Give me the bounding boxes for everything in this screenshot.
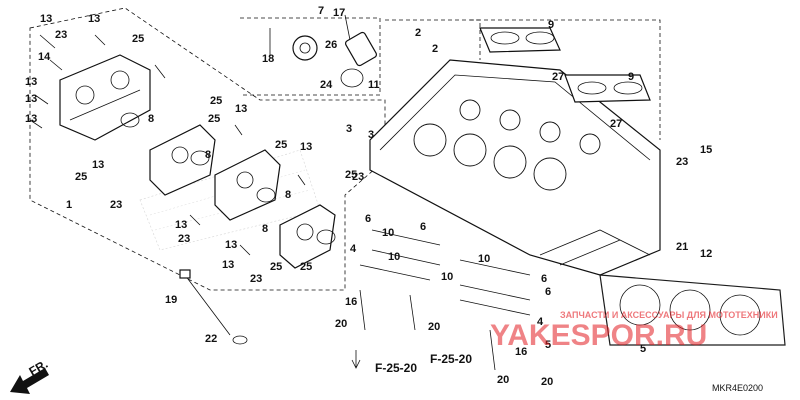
callout-number: 27	[610, 118, 622, 130]
callout-number: 5	[545, 339, 551, 351]
callout-number: 7	[318, 5, 324, 17]
callout-number: 6	[545, 286, 551, 298]
callout-number: 13	[40, 13, 52, 25]
callout-number: 25	[210, 95, 222, 107]
callout-number: 4	[537, 316, 544, 328]
reference-labels: F-25-20 F-25-20	[351, 350, 472, 375]
callout-number: 10	[388, 251, 400, 263]
callout-number: 20	[541, 376, 553, 388]
callout-number: 2	[432, 43, 438, 55]
diagram-code: MKR4E0200	[712, 383, 763, 393]
callout-number: 22	[205, 333, 217, 345]
callout-number: 13	[25, 76, 37, 88]
cylinder-head	[369, 59, 661, 276]
cam-holder-left	[59, 54, 151, 141]
cam-holder-mid-1	[149, 124, 216, 196]
o-rings	[120, 68, 364, 245]
callout-number: 25	[132, 33, 144, 45]
callout-number: 14	[38, 51, 51, 63]
callout-number: 13	[25, 93, 37, 105]
site-watermark: YAKESPOR.RU ЗАПЧАСТИ И АКСЕССУАРЫ ДЛЯ МО…	[490, 310, 778, 352]
callout-number: 13	[300, 141, 312, 153]
callout-number: 25	[208, 113, 220, 125]
valve-train	[359, 229, 531, 371]
callout-number: 17	[333, 7, 345, 19]
watermark-subtitle: ЗАПЧАСТИ И АКСЕССУАРЫ ДЛЯ МОТОТЕХНИКИ	[560, 310, 778, 320]
callout-number: 8	[205, 149, 211, 161]
callout-number: 25	[275, 139, 287, 151]
callout-number: 19	[165, 294, 177, 306]
callout-number: 13	[88, 13, 100, 25]
callout-number: 23	[676, 156, 688, 168]
callout-number: 23	[250, 273, 262, 285]
callout-number: 20	[428, 321, 440, 333]
callout-number: 8	[285, 189, 291, 201]
front-arrow: FR.	[10, 357, 50, 394]
callout-number: 1	[66, 199, 72, 211]
callout-number: 23	[178, 233, 190, 245]
cam-holder-mid-2	[214, 149, 281, 221]
callout-number: 23	[110, 199, 122, 211]
callout-number: 26	[325, 39, 337, 51]
cam-holder-right	[279, 204, 336, 269]
intake-boots	[479, 27, 651, 103]
assembly-outlines	[29, 7, 661, 291]
callout-number: 18	[262, 53, 274, 65]
callout-number: 23	[55, 29, 67, 41]
callout-number: 6	[365, 213, 371, 225]
callout-number: 21	[676, 241, 688, 253]
callout-number: 13	[25, 113, 37, 125]
callout-number: 23	[352, 171, 364, 183]
callout-number: 6	[541, 273, 547, 285]
callout-number: 2	[415, 27, 421, 39]
callout-number: 10	[441, 271, 453, 283]
callout-number: 11	[368, 79, 380, 91]
callout-number: 6	[420, 221, 426, 233]
callout-number: 4	[350, 243, 357, 255]
callout-number: 27	[552, 71, 564, 83]
reference-label: F-25-20	[375, 361, 417, 375]
watermark-logo: YAKESPOR.RU	[490, 319, 707, 352]
callout-number: 20	[497, 374, 509, 386]
callout-number: 3	[346, 123, 352, 135]
callout-number: 25	[300, 261, 312, 273]
reference-label: F-25-20	[430, 352, 472, 366]
callout-number: 25	[345, 169, 357, 181]
callout-number: 13	[92, 159, 104, 171]
callout-number: 13	[235, 103, 247, 115]
callout-number: 5	[640, 343, 646, 355]
callout-number: 16	[515, 346, 527, 358]
cam-sprocket	[292, 31, 378, 67]
callout-number: 8	[148, 113, 154, 125]
callout-number: 24	[320, 79, 333, 91]
callout-number: 10	[382, 227, 394, 239]
callout-number: 16	[345, 296, 357, 308]
callout-number: 9	[548, 19, 554, 31]
callout-number: 13	[225, 239, 237, 251]
head-gasket	[599, 274, 786, 346]
callout-number: 12	[700, 248, 712, 260]
callout-number: 8	[262, 223, 268, 235]
callout-number: 20	[335, 318, 347, 330]
callout-number: 3	[368, 129, 374, 141]
callout-number: 25	[75, 171, 87, 183]
callout-number: 15	[700, 144, 712, 156]
callout-number: 25	[270, 261, 282, 273]
callout-number: 13	[175, 219, 187, 231]
callout-number: 10	[478, 253, 490, 265]
callout-number: 9	[628, 71, 634, 83]
bolts	[29, 14, 351, 345]
callout-number: 13	[222, 259, 234, 271]
